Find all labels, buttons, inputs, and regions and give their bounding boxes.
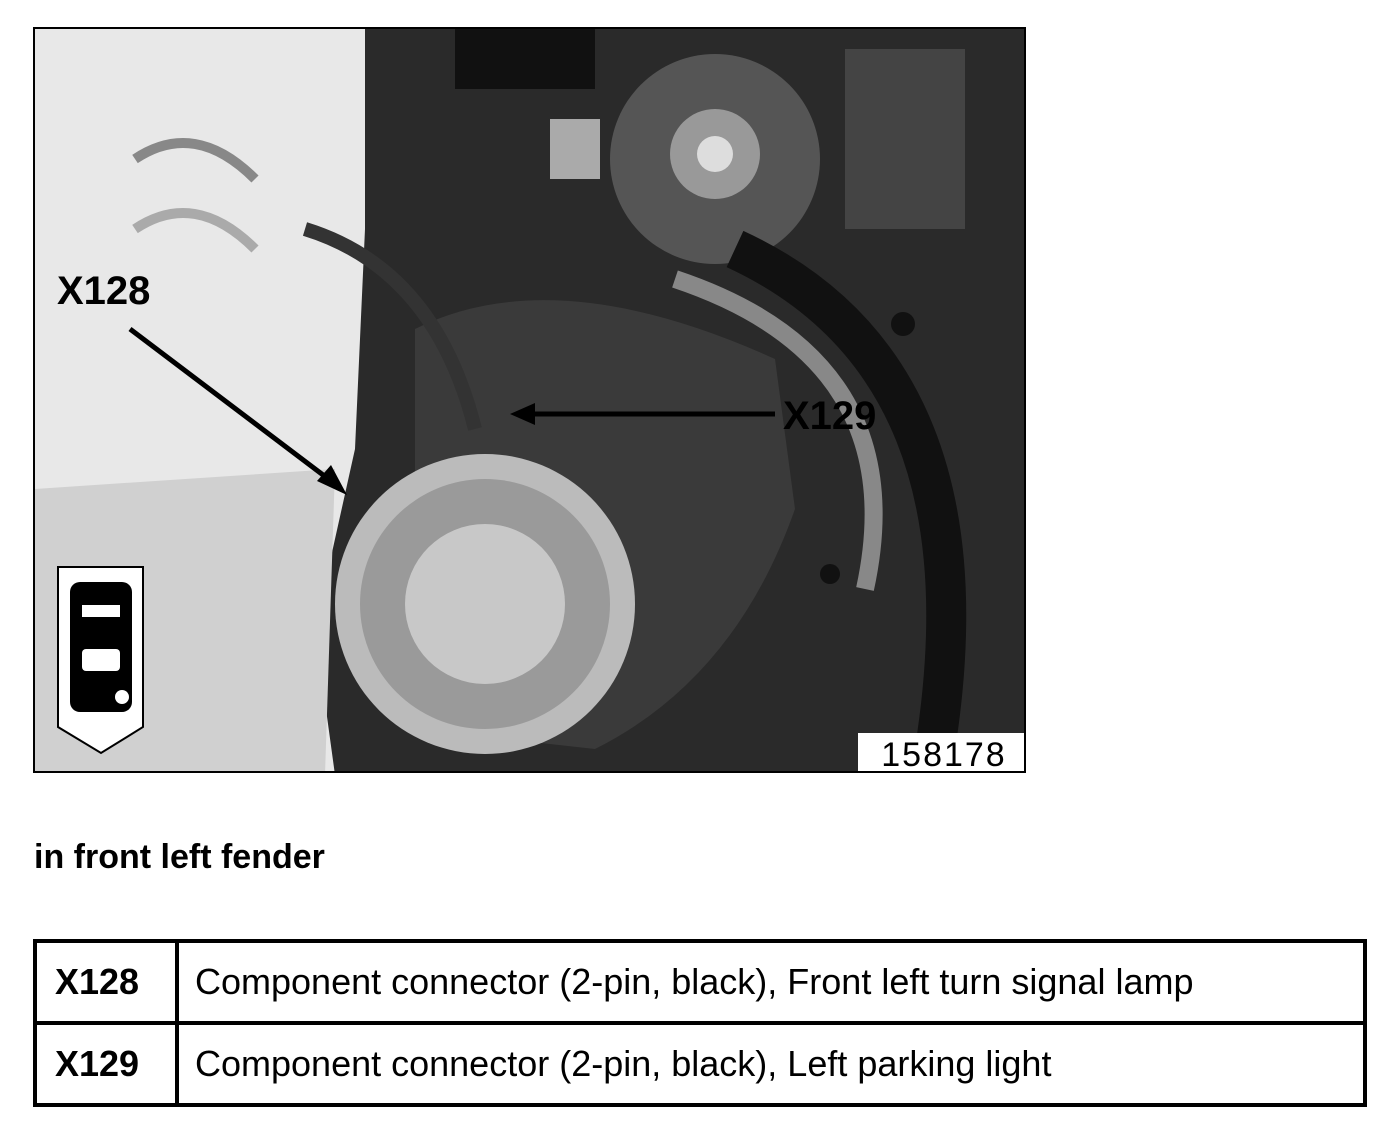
component-location-photo: X128 X129 158178 bbox=[33, 27, 1026, 773]
car-location-icon bbox=[57, 566, 144, 755]
table-row: X128 Component connector (2-pin, black),… bbox=[33, 939, 1367, 1025]
photo-illustration bbox=[35, 29, 1024, 771]
x128-leader-line bbox=[128, 327, 337, 486]
connector-code: X129 bbox=[33, 1021, 179, 1107]
connector-code: X128 bbox=[33, 939, 179, 1025]
location-caption: in front left fender bbox=[34, 838, 325, 876]
table-row: X129 Component connector (2-pin, black),… bbox=[33, 1021, 1367, 1107]
connector-table: X128 Component connector (2-pin, black),… bbox=[33, 939, 1367, 1107]
callout-x128: X128 bbox=[57, 269, 151, 313]
image-number: 158178 bbox=[858, 733, 1024, 771]
x129-arrowhead bbox=[510, 403, 535, 425]
x128-arrowhead bbox=[317, 465, 347, 495]
callout-x129: X129 bbox=[783, 394, 877, 438]
connector-description: Component connector (2-pin, black), Fron… bbox=[175, 939, 1367, 1025]
connector-description: Component connector (2-pin, black), Left… bbox=[175, 1021, 1367, 1107]
